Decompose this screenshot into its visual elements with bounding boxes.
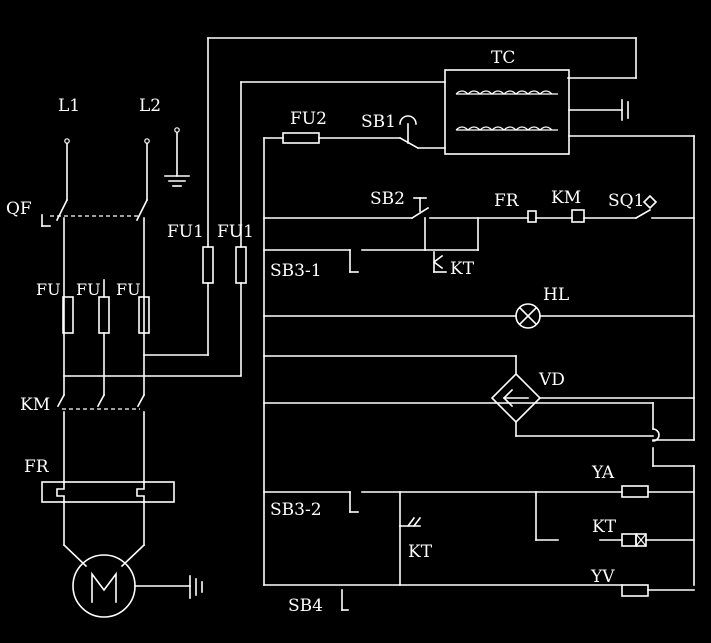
label-kt-right: KT bbox=[592, 517, 617, 537]
label-sb1: SB1 bbox=[361, 112, 396, 132]
kt-mid-contact bbox=[399, 516, 422, 528]
label-vd: VD bbox=[538, 370, 565, 390]
fr-thermal-relay bbox=[41, 481, 175, 546]
label-fr-ctrl: FR bbox=[494, 191, 520, 211]
ya-coil bbox=[621, 485, 649, 498]
label-fu-left: FU bbox=[36, 280, 61, 299]
label-tc: TC bbox=[491, 48, 515, 68]
label-sb3-2: SB3-2 bbox=[270, 500, 322, 520]
label-sb3-1: SB3-1 bbox=[270, 261, 322, 281]
label-km-main: KM bbox=[20, 395, 50, 415]
label-yv: YV bbox=[590, 567, 615, 587]
hl-lamp-icon bbox=[515, 303, 541, 329]
control-circuit bbox=[207, 37, 695, 611]
km-main-contact bbox=[56, 393, 146, 483]
label-sq1: SQ1 bbox=[608, 191, 644, 211]
label-sb4: SB4 bbox=[288, 596, 323, 616]
label-fu1-a: FU1 bbox=[167, 222, 204, 242]
label-fu-right: FU bbox=[116, 280, 141, 299]
qf-breaker bbox=[41, 198, 149, 396]
kt-right-coil bbox=[621, 533, 647, 547]
fu2-fuse bbox=[282, 132, 320, 144]
vd-rectifier-icon bbox=[490, 355, 695, 437]
sq1-switch bbox=[634, 194, 695, 220]
component-labels: L1 L2 QF FU FU FU FU1 FU1 KM FR TC FU2 S… bbox=[6, 48, 644, 616]
sb4-contact bbox=[341, 589, 349, 611]
label-fu1-b: FU1 bbox=[217, 222, 254, 242]
l1-terminal bbox=[64, 138, 70, 144]
label-l1: L1 bbox=[58, 96, 80, 116]
fu-fuses bbox=[62, 279, 150, 396]
motor-icon bbox=[62, 543, 203, 618]
label-kt-top: KT bbox=[450, 259, 475, 279]
km-ctrl-contact bbox=[571, 209, 585, 223]
power-circuit bbox=[41, 37, 247, 618]
sb3-1-contact bbox=[349, 249, 359, 273]
kt-top-contact bbox=[432, 251, 447, 273]
label-l2: L2 bbox=[139, 96, 161, 116]
fu1-fuses bbox=[202, 37, 247, 377]
label-fr-main: FR bbox=[24, 457, 50, 477]
sb3-2-contact bbox=[349, 491, 359, 513]
l2-terminal bbox=[144, 138, 150, 144]
label-kt-mid: KT bbox=[408, 542, 433, 562]
label-qf: QF bbox=[6, 199, 32, 219]
ground-icon bbox=[164, 127, 190, 187]
label-fu2: FU2 bbox=[290, 109, 327, 129]
sb2-button bbox=[410, 197, 529, 220]
fr-ctrl-contact bbox=[527, 210, 537, 223]
label-hl: HL bbox=[543, 285, 569, 305]
tc-transformer bbox=[444, 69, 570, 155]
label-ya: YA bbox=[591, 463, 615, 483]
sb1-button bbox=[398, 115, 446, 150]
yv-coil bbox=[621, 584, 649, 597]
label-sb2: SB2 bbox=[370, 189, 405, 209]
label-km-ctrl: KM bbox=[551, 188, 581, 208]
label-fu-mid: FU bbox=[76, 280, 101, 299]
